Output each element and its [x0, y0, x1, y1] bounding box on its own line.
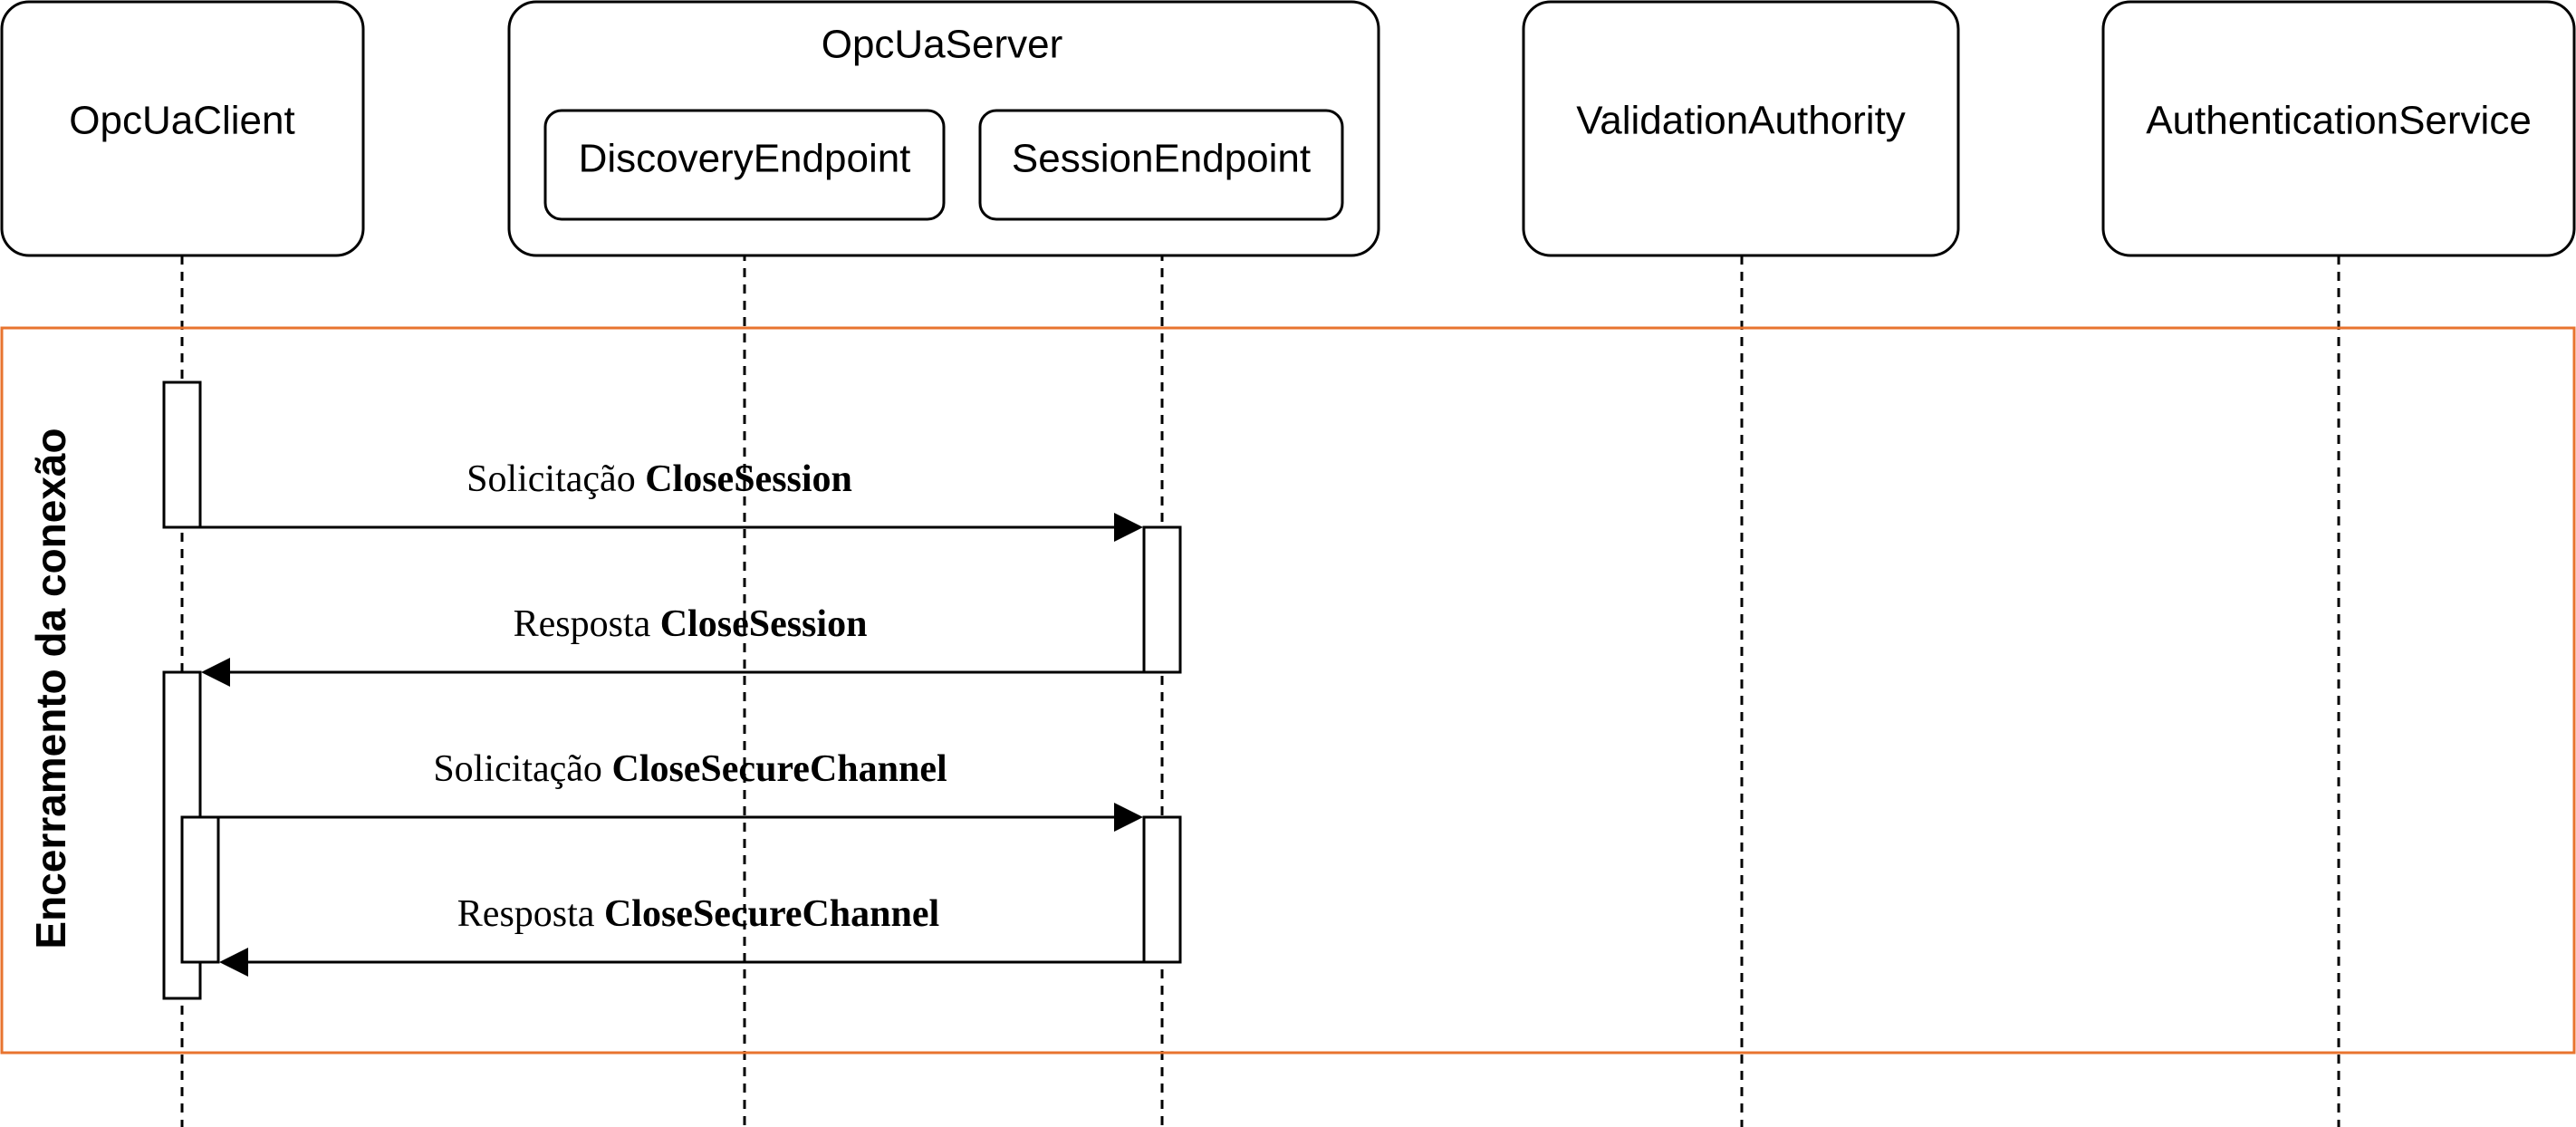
- arrowhead-right: [1114, 513, 1143, 542]
- message-1-operation: CloseSession: [645, 458, 852, 500]
- participant-authenticationservice-label: AuthenticationService: [2146, 99, 2532, 143]
- participant-opcuaserver-label: OpcUaServer: [822, 23, 1063, 67]
- message-1-label: Solicitação CloseSession: [466, 458, 852, 500]
- activation-session-1: [1142, 525, 1182, 674]
- message-closesession-response: Resposta CloseSession: [201, 603, 1144, 687]
- participant-discoveryendpoint-label: DiscoveryEndpoint: [579, 137, 911, 181]
- participant-validationauthority: ValidationAuthority: [1522, 0, 1960, 257]
- message-1-prefix: Solicitação: [466, 458, 636, 500]
- participant-opcuaclient-label: OpcUaClient: [69, 99, 294, 143]
- participant-authenticationservice: AuthenticationService: [2101, 0, 2576, 257]
- message-3-prefix: Solicitação: [433, 748, 602, 790]
- message-3-operation: CloseSecureChannel: [611, 748, 947, 790]
- participant-sessionendpoint-label: SessionEndpoint: [1012, 137, 1311, 181]
- group-frame-border: [0, 326, 2576, 1055]
- activation-client-1: [162, 380, 202, 529]
- group-frame: Encerramento da conexão: [0, 326, 2576, 1055]
- message-closesecurechannel-request: Solicitação CloseSecureChannel: [218, 748, 1143, 832]
- message-closesecurechannel-response: Resposta CloseSecureChannel: [219, 893, 1144, 977]
- participant-opcuaclient: OpcUaClient: [0, 0, 365, 257]
- participant-sessionendpoint: SessionEndpoint: [978, 109, 1344, 221]
- arrowhead-right: [1114, 803, 1143, 832]
- message-4-operation: CloseSecureChannel: [604, 893, 939, 935]
- message-2-operation: CloseSession: [660, 603, 868, 645]
- message-4-label: Resposta CloseSecureChannel: [457, 893, 939, 935]
- activation-session-2: [1142, 815, 1182, 964]
- message-3-label: Solicitação CloseSecureChannel: [433, 748, 947, 790]
- arrowhead-left: [219, 948, 248, 977]
- message-2-label: Resposta CloseSession: [514, 603, 868, 645]
- group-frame-label: Encerramento da conexão: [27, 428, 74, 949]
- participant-discoveryendpoint: DiscoveryEndpoint: [543, 109, 946, 221]
- message-2-prefix: Resposta: [514, 603, 651, 645]
- arrowhead-left: [201, 658, 230, 687]
- participant-validationauthority-label: ValidationAuthority: [1576, 99, 1906, 143]
- activation-client-nested: [180, 815, 220, 964]
- message-4-prefix: Resposta: [457, 893, 595, 935]
- message-closesession-request: Solicitação CloseSession: [200, 458, 1143, 542]
